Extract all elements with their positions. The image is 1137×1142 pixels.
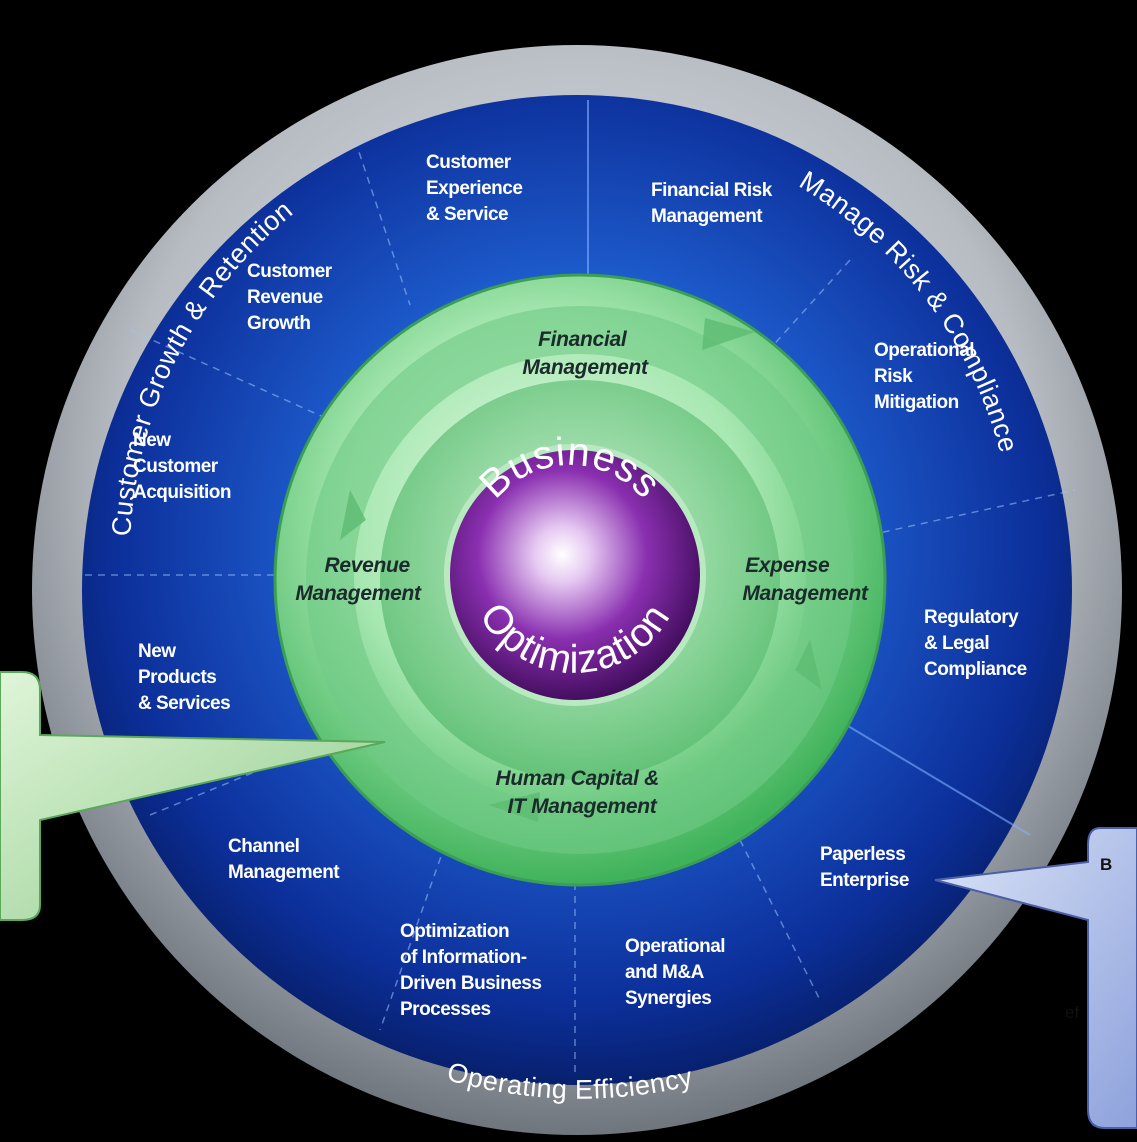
segment-operational-risk: Operational Risk Mitigation bbox=[874, 340, 979, 413]
segment-regulatory: Regulatory & Legal Compliance bbox=[924, 607, 1027, 680]
inner-expense-management: Expense Management bbox=[742, 554, 869, 605]
segment-customer-experience: Customer Experience & Service bbox=[426, 152, 527, 225]
segment-optimization-info: Optimization of Information- Driven Busi… bbox=[400, 921, 546, 1020]
segment-dividers bbox=[85, 139, 1076, 1075]
blue-callout bbox=[934, 827, 1137, 1129]
cycle-arrows bbox=[340, 318, 822, 822]
center-orb bbox=[444, 444, 706, 706]
green-ring-band bbox=[306, 306, 854, 854]
segment-new-products: New Products & Services bbox=[138, 641, 230, 714]
segment-paperless: Paperless Enterprise bbox=[820, 844, 910, 891]
green-callout bbox=[0, 671, 386, 921]
segment-solid-dividers bbox=[587, 100, 1031, 836]
blue-callout-text-2: ef bbox=[1065, 1003, 1079, 1022]
segment-channel: Channel Management bbox=[228, 836, 340, 883]
segment-customer-revenue: Customer Revenue Growth bbox=[247, 261, 336, 334]
arrow-left-icon bbox=[340, 490, 366, 540]
segment-operational-ma: Operational and M&A Synergies bbox=[625, 936, 730, 1009]
segment-new-customer: New Customer Acquisition bbox=[133, 430, 231, 503]
arrow-top-icon bbox=[702, 318, 755, 350]
arrow-bottom-icon bbox=[488, 792, 540, 822]
blue-callout-text-1: B bbox=[1100, 855, 1112, 874]
segment-financial-risk: Financial Risk Management bbox=[651, 180, 777, 227]
inner-revenue-management: Revenue Management bbox=[295, 554, 422, 605]
inner-human-capital: Human Capital & IT Management bbox=[495, 767, 664, 818]
inner-financial-management: Financial Management bbox=[522, 328, 649, 379]
arrow-right-icon bbox=[795, 640, 822, 690]
